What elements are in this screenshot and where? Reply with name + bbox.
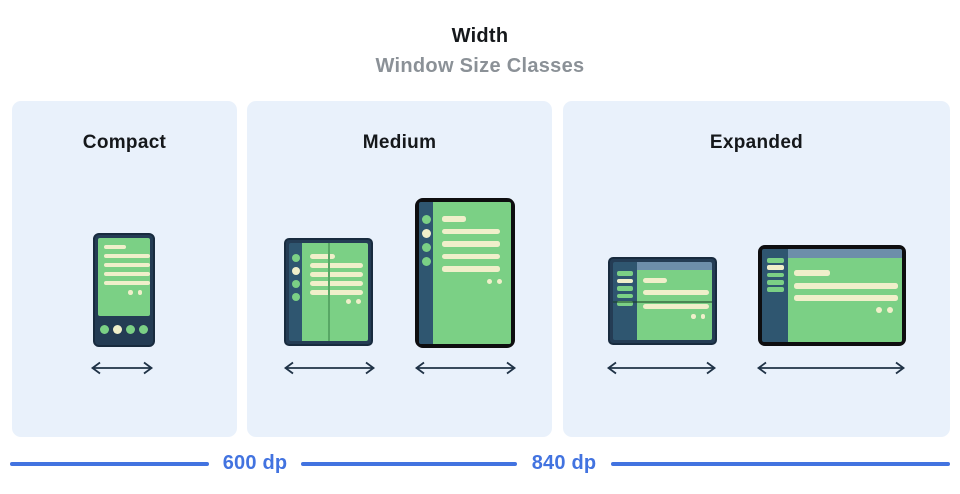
ruler-line-segment xyxy=(611,462,950,466)
desktop-device-icon xyxy=(758,245,906,346)
content-line xyxy=(442,241,500,247)
pagination-dots xyxy=(442,278,502,284)
ruler-line-segment xyxy=(10,462,209,466)
device-screen xyxy=(433,202,511,344)
pagination-dots xyxy=(794,307,893,313)
device-screen xyxy=(302,243,368,341)
breakpoint-label-840dp: 840 dp xyxy=(531,452,597,474)
panel-compact: Compact xyxy=(12,101,237,437)
pagination-dots xyxy=(643,314,705,319)
fold-line xyxy=(328,243,330,341)
width-arrow-icon xyxy=(414,361,517,375)
pagination-dot xyxy=(887,307,893,313)
sidebar-item-line xyxy=(766,258,784,263)
diagram-title: Width xyxy=(451,25,509,47)
width-arrow-icon xyxy=(90,361,154,375)
breakpoint-label-600dp: 600 dp xyxy=(222,452,288,474)
sidebar-item-line xyxy=(766,272,784,278)
pagination-dot xyxy=(691,314,696,319)
nav-rail-dot xyxy=(291,254,300,262)
sidebar-item-line xyxy=(766,279,784,285)
tablet-portrait-device-icon xyxy=(415,198,515,348)
nav-rail-dot-active xyxy=(421,229,431,238)
sidebar-item-line xyxy=(617,301,633,306)
content-line xyxy=(310,281,363,286)
content-line xyxy=(310,290,363,295)
content-line xyxy=(104,254,150,258)
ruler-line-segment xyxy=(301,462,517,466)
nav-rail-dot-active xyxy=(291,267,300,275)
pagination-dot xyxy=(497,278,502,284)
nav-rail-dot xyxy=(291,280,300,288)
sidebar-item-line xyxy=(617,271,633,276)
nav-rail-dot xyxy=(421,257,431,266)
width-arrow-icon xyxy=(283,361,376,375)
content-line xyxy=(442,266,500,272)
width-arrow-icon xyxy=(756,361,906,375)
panel-expanded: Expanded xyxy=(563,101,950,437)
app-bar xyxy=(637,262,712,270)
foldable-landscape-device-icon xyxy=(608,257,717,345)
nav-dot xyxy=(139,324,148,334)
content-line xyxy=(794,295,898,301)
panel-label-compact: Compact xyxy=(82,132,167,153)
device-screen xyxy=(788,258,902,342)
content-line xyxy=(794,270,830,276)
width-arrow-icon xyxy=(606,361,717,375)
phone-device-icon xyxy=(93,233,155,347)
content-line xyxy=(104,272,150,276)
pagination-dot xyxy=(346,299,351,304)
pagination-dot xyxy=(128,290,133,295)
pagination-dot xyxy=(356,299,361,304)
sidebar-item-line xyxy=(766,287,784,292)
nav-dot-active xyxy=(113,324,122,334)
content-line xyxy=(643,290,709,295)
pagination-dot xyxy=(137,290,142,295)
sidebar-item-line-active xyxy=(766,265,784,271)
foldable-portrait-device-icon xyxy=(284,238,373,346)
content-line xyxy=(104,263,150,267)
content-line xyxy=(442,228,500,234)
sidebar-item-line xyxy=(617,286,633,291)
device-main-pane xyxy=(788,249,902,342)
content-line xyxy=(794,283,898,289)
fold-line xyxy=(613,301,712,303)
sidebar-item-line-active xyxy=(617,278,633,283)
panel-label-expanded: Expanded xyxy=(709,132,804,153)
pagination-dot xyxy=(700,314,705,319)
nav-dot xyxy=(100,324,109,334)
content-line xyxy=(442,216,466,222)
content-line xyxy=(104,281,150,285)
pagination-dot xyxy=(876,307,882,313)
pagination-dots xyxy=(104,290,142,295)
nav-rail-dot xyxy=(421,215,431,224)
app-bar xyxy=(788,249,902,258)
content-line xyxy=(104,245,126,249)
content-line xyxy=(442,253,500,259)
content-line xyxy=(310,263,363,268)
device-main-pane xyxy=(637,262,712,340)
nav-rail-dot xyxy=(291,293,300,301)
nav-bar xyxy=(98,316,150,342)
nav-rail xyxy=(289,243,302,341)
pagination-dot xyxy=(487,278,492,284)
device-screen xyxy=(637,270,712,340)
panel-medium: Medium xyxy=(247,101,552,437)
sidebar xyxy=(762,249,788,342)
content-line xyxy=(310,254,335,259)
nav-dot xyxy=(126,324,135,334)
content-line xyxy=(643,278,667,283)
device-screen xyxy=(98,238,150,316)
content-line xyxy=(310,272,363,277)
diagram-subtitle: Window Size Classes xyxy=(375,55,585,77)
pagination-dots xyxy=(310,299,361,304)
content-line xyxy=(643,304,709,309)
sidebar-item-line xyxy=(617,293,633,298)
panel-label-medium: Medium xyxy=(362,132,437,153)
diagram-header: Width Window Size Classes xyxy=(0,25,960,78)
nav-rail-dot xyxy=(421,243,431,252)
nav-rail xyxy=(419,202,433,344)
